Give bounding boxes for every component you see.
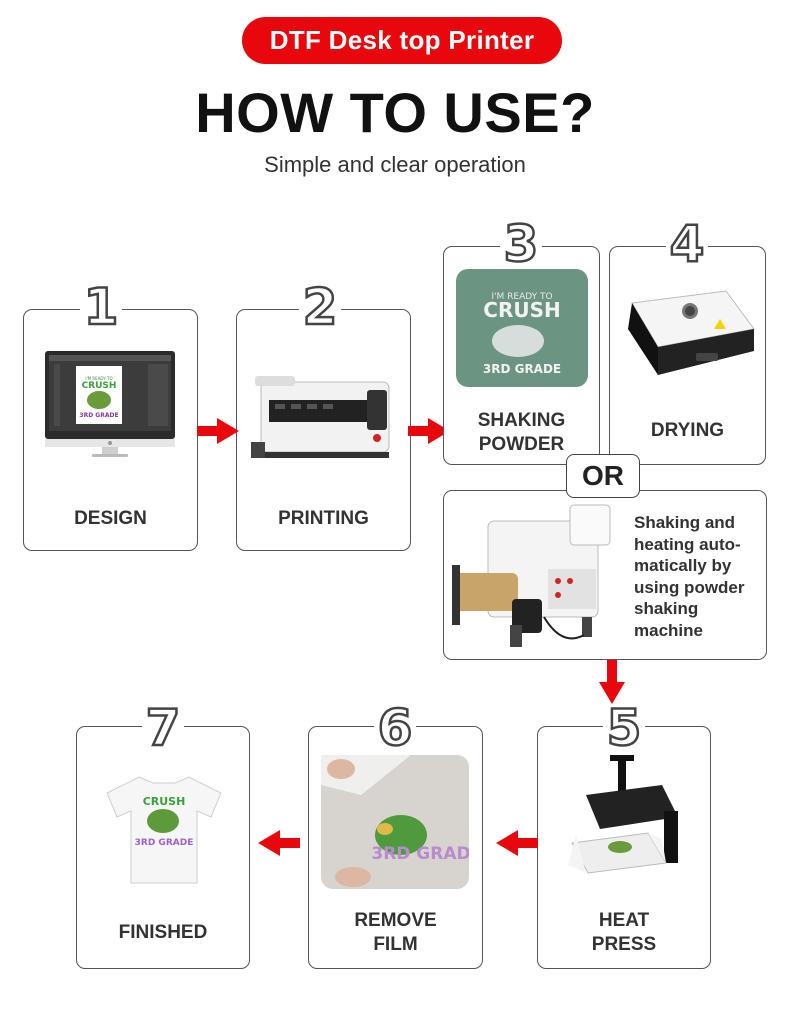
step-label: FINISHED xyxy=(118,922,208,943)
step-number-6: 6 xyxy=(376,699,413,757)
step-card-remove-film: 3RD GRAD REMOVE FILM xyxy=(308,726,483,969)
step-number-2: 2 xyxy=(301,278,338,336)
oven-image xyxy=(622,289,758,385)
step-label: SHAKING POWDER xyxy=(477,410,566,455)
step-card-drying: DRYING xyxy=(609,246,766,465)
or-divider: OR xyxy=(566,454,640,498)
arrow-right-icon xyxy=(408,418,450,444)
step-number-5: 5 xyxy=(605,699,642,757)
powder-film-image: I'M READY TO CRUSH 3RD GRADE xyxy=(456,269,588,387)
monitor-image: I'M READY TO CRUSH 3RD GRADE xyxy=(44,350,176,458)
step-card-heat-press: HEAT PRESS xyxy=(537,726,711,969)
arrow-left-icon xyxy=(258,830,300,856)
printer-image xyxy=(247,372,407,468)
arrow-down-icon xyxy=(599,660,625,704)
step-label: HEAT PRESS xyxy=(591,910,657,955)
art-text: CRUSH xyxy=(143,795,186,808)
art-text: CRUSH xyxy=(483,298,560,322)
page-subtitle: Simple and clear operation xyxy=(264,152,526,177)
page-title: HOW TO USE? xyxy=(195,81,595,144)
step-number-3: 3 xyxy=(502,215,539,273)
step-card-printing: PRINTING xyxy=(236,309,411,551)
powder-shaker-card xyxy=(443,490,767,660)
step-label: REMOVE FILM xyxy=(354,910,437,955)
svg-text:I'M READY TO: I'M READY TO xyxy=(85,376,112,381)
svg-text:CRUSH: CRUSH xyxy=(82,381,117,391)
step-label: DESIGN xyxy=(74,508,147,529)
tshirt-image: CRUSH 3RD GRADE xyxy=(103,773,225,885)
arrow-left-icon xyxy=(496,830,538,856)
machine-description: Shaking and heating auto- matically by u… xyxy=(634,513,745,640)
shaker-machine-image xyxy=(452,499,632,655)
step-label: DRYING xyxy=(650,420,725,441)
step-number-7: 7 xyxy=(144,699,181,757)
step-card-shaking-powder: I'M READY TO CRUSH 3RD GRADE SHAKING POW… xyxy=(443,246,600,465)
product-badge: DTF Desk top Printer xyxy=(242,17,562,64)
arrow-right-icon xyxy=(197,418,239,444)
step-number-1: 1 xyxy=(82,278,119,336)
step-card-design: I'M READY TO CRUSH 3RD GRADE DESIGN xyxy=(23,309,198,551)
art-text: 3RD GRADE xyxy=(135,838,194,848)
art-text: I'M READY TO xyxy=(491,292,552,302)
remove-film-image: 3RD GRAD xyxy=(321,755,471,889)
art-text: 3RD GRADE xyxy=(483,362,561,376)
svg-text:3RD GRADE: 3RD GRADE xyxy=(79,412,118,419)
step-label: PRINTING xyxy=(278,508,369,529)
step-card-finished: CRUSH 3RD GRADE FINISHED xyxy=(76,726,250,969)
art-text: 3RD GRAD xyxy=(371,844,469,864)
step-number-4: 4 xyxy=(668,215,705,273)
heat-press-image xyxy=(566,755,696,881)
